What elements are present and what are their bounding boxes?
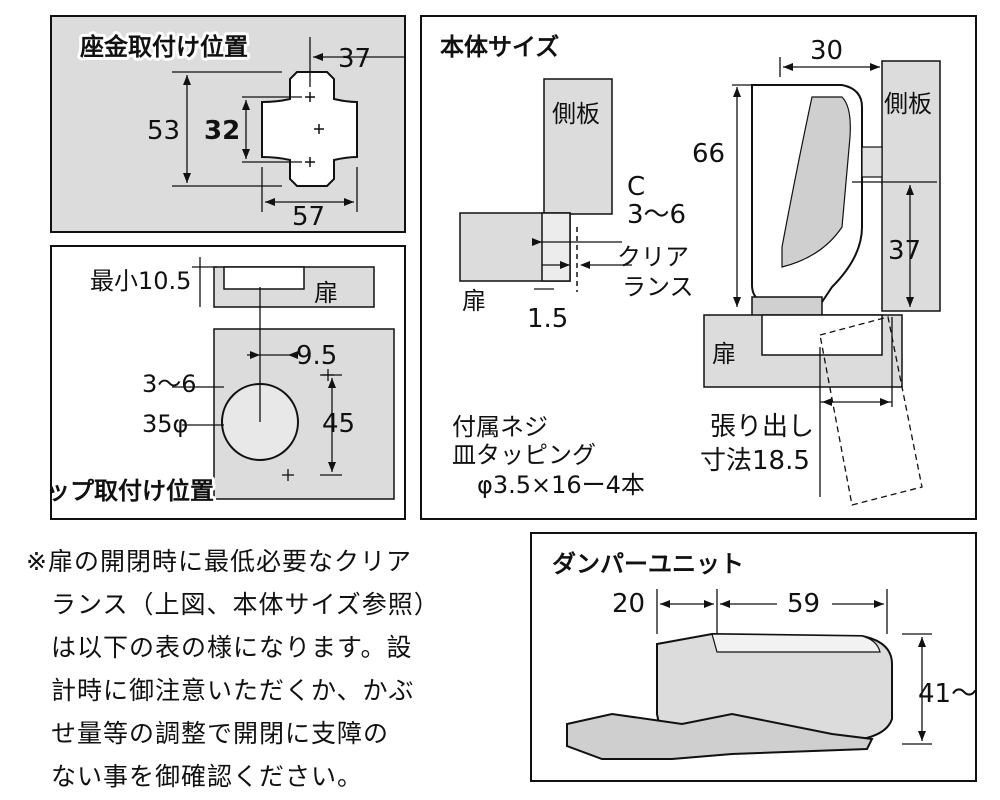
- damper-unit-panel: ダンパーユニット 20 59 41〜: [530, 532, 977, 782]
- dim-3-6: 3〜6: [142, 370, 197, 398]
- plate-position-title: 座金取付け位置: [80, 33, 248, 61]
- note-line: 計時に御注意いただくか、かぶ: [51, 676, 415, 705]
- note-line: せ量等の調整で開閉に支障の: [51, 719, 390, 748]
- dim-45: 45: [322, 409, 355, 439]
- dim-32: 32: [204, 116, 240, 146]
- cup-position-panel: 最小10.5 扉 9.5 3〜6 35φ 45 カップ取付け位置: [19, 245, 406, 520]
- body-size-panel: 本体サイズ 側板 C 3〜6 クリア ランス 扉 1.5: [420, 15, 977, 520]
- note-line: ※扉の開閉時に最低必要なクリア: [26, 547, 412, 576]
- c-label: C: [627, 172, 645, 202]
- body-size-diagram: 本体サイズ 側板 C 3〜6 クリア ランス 扉 1.5: [437, 30, 941, 506]
- note-line: ない事を御確認ください。: [51, 762, 364, 791]
- door-label-left: 扉: [462, 287, 486, 315]
- cup-position-diagram: 最小10.5 扉 9.5 3〜6 35φ 45 カップ取付け位置: [19, 257, 395, 508]
- dim-57: 57: [292, 202, 325, 231]
- damper-unit-title: ダンパーユニット: [552, 550, 744, 578]
- note-line: は以下の表の様になります。設: [51, 633, 413, 662]
- side-panel-label-1: 側板: [552, 100, 600, 128]
- side-panel-label-2: 側板: [884, 90, 932, 118]
- damper-unit-diagram: ダンパーユニット 20 59 41〜: [549, 547, 977, 760]
- dim-41: 41〜: [918, 679, 975, 709]
- plate-position-diagram: 座金取付け位置 37 53 32 57: [52, 17, 404, 232]
- door-label: 扉: [314, 279, 338, 307]
- note-line: ランス（上図、本体サイズ参照）: [51, 590, 440, 619]
- dim-9-5: 9.5: [296, 341, 337, 371]
- dim-66: 66: [692, 139, 725, 169]
- screw-label-1: 付属ネジ: [452, 413, 548, 441]
- screw-label-2: 皿タッピング: [452, 441, 596, 469]
- door-label-right: 扉: [712, 340, 736, 368]
- dim-37-body: 37: [888, 236, 921, 266]
- c-range: 3〜6: [627, 200, 686, 230]
- plate-position-panel: 座金取付け位置 37 53 32 57: [50, 15, 406, 233]
- body-size-title: 本体サイズ: [440, 33, 559, 61]
- overhang-label-2: 寸法18.5: [700, 446, 810, 476]
- min-10-5-label: 最小10.5: [90, 267, 191, 295]
- clearance-label-1: クリア: [617, 243, 689, 271]
- dim-30: 30: [810, 36, 843, 66]
- dim-37: 37: [338, 44, 371, 74]
- dim-53: 53: [147, 116, 180, 146]
- dim-20: 20: [612, 589, 645, 619]
- overhang-label-1: 張り出し: [710, 412, 814, 442]
- screw-label-3: φ3.5×16ー4本: [477, 471, 645, 499]
- dim-59: 59: [787, 589, 820, 619]
- cup-position-title: カップ取付け位置: [52, 477, 214, 505]
- clearance-label-2: ランス: [622, 273, 694, 301]
- dim-35-phi: 35φ: [142, 410, 188, 438]
- dim-1-5: 1.5: [527, 304, 568, 334]
- clearance-note: ※扉の開閉時に最低必要なクリア ランス（上図、本体サイズ参照） は以下の表の様に…: [26, 540, 506, 798]
